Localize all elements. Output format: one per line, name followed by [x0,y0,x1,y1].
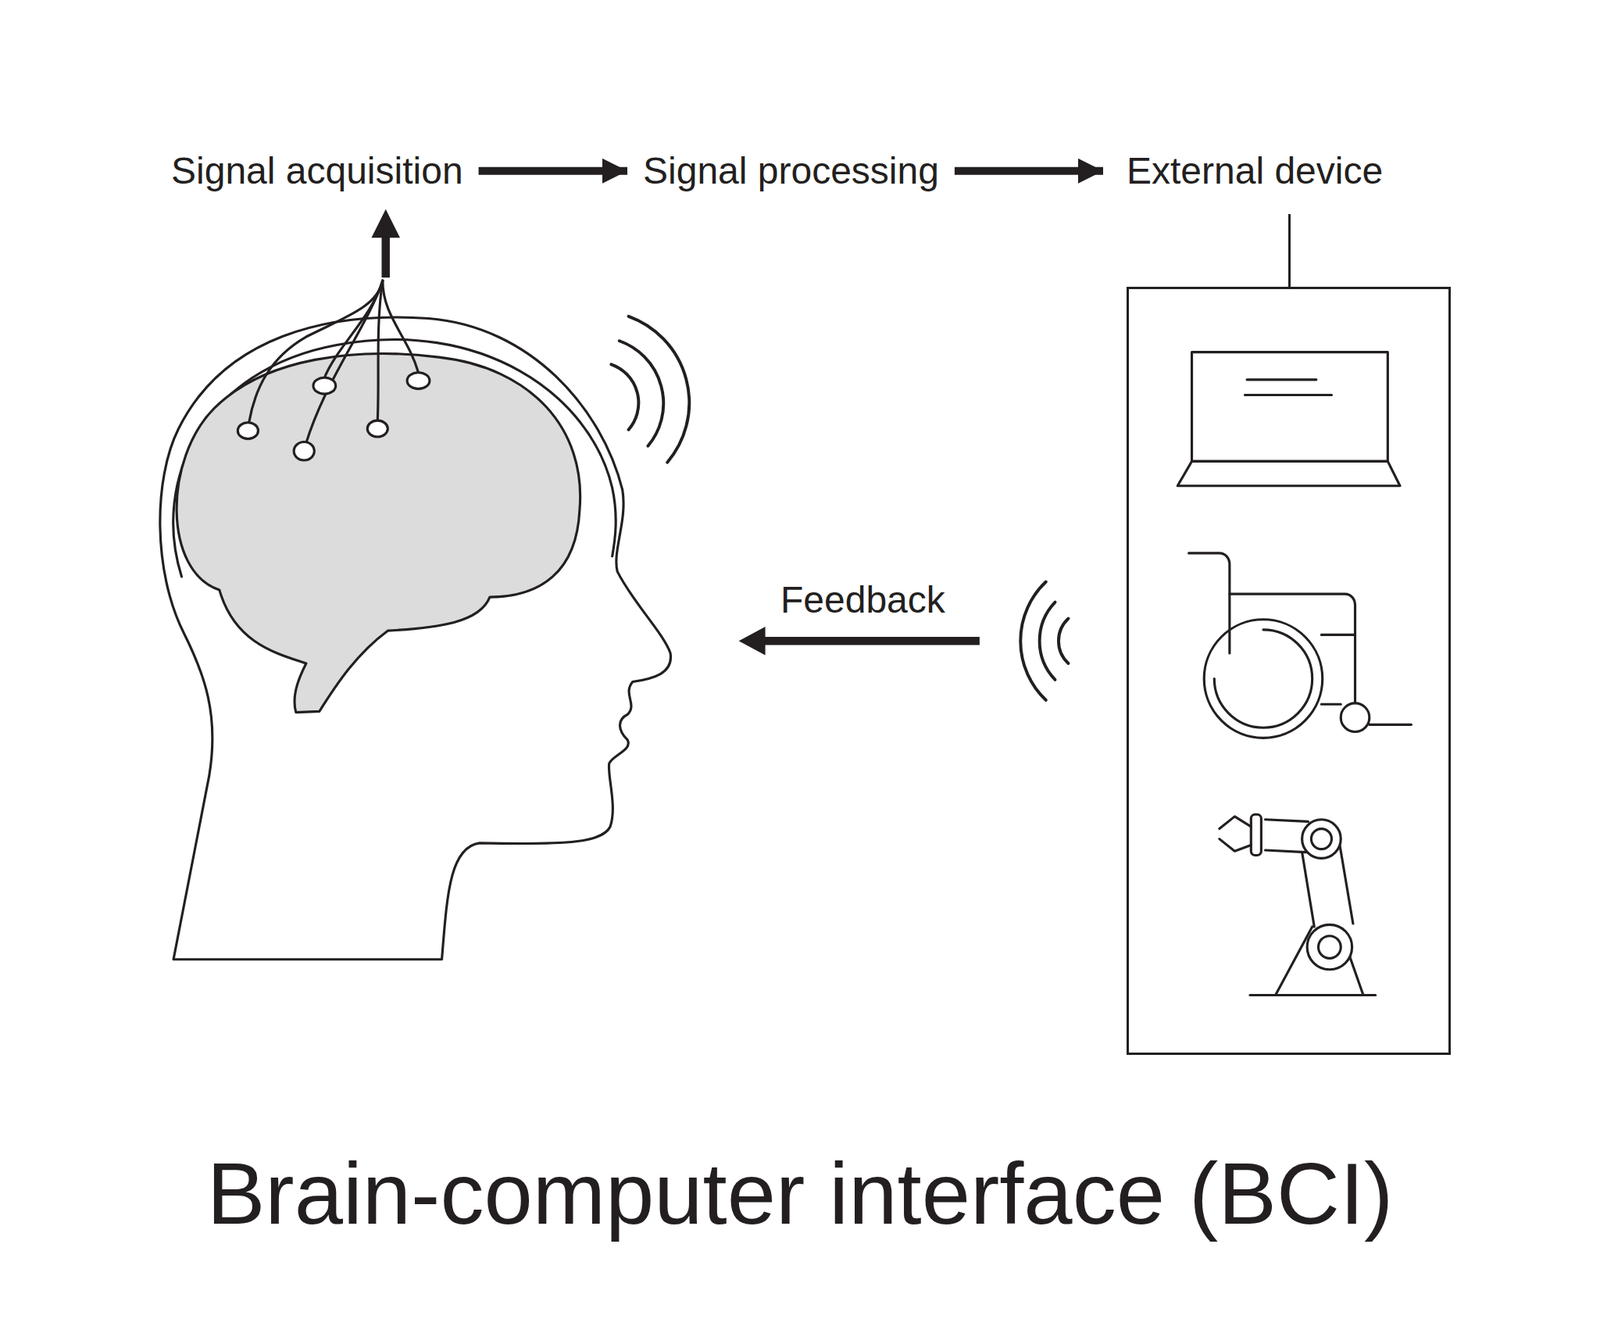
wheelchair-icon [1189,553,1412,738]
feedback-arrow-head [739,626,766,656]
step-label: External device [1126,148,1451,194]
acquisition-arrow-head [371,209,400,239]
robot-arm-icon [1219,814,1376,995]
device-panel: External device [1103,148,1451,1055]
electrode-wires [249,280,419,443]
step-label: Signal processing [642,148,940,194]
laptop-icon [1177,352,1400,486]
diagram-title: Brain-computer interface (BCI) [0,1141,1600,1247]
device-stem [1288,214,1291,289]
device-box [1126,286,1451,1055]
electrodes [237,372,430,461]
flow-step: Signal acquisition [155,148,479,194]
step-label: Signal acquisition [171,148,464,194]
acquisition-arrow-shaft [381,232,390,278]
feedback-waves [1020,581,1068,700]
feedback-arrow-shaft [760,636,980,645]
feedback-label: Feedback [780,577,946,623]
flow-arrow [954,167,1104,175]
flow-step: Signal processing [627,148,955,194]
head-outline [160,317,672,960]
flow-arrow [478,167,628,175]
head-waves [610,316,690,463]
